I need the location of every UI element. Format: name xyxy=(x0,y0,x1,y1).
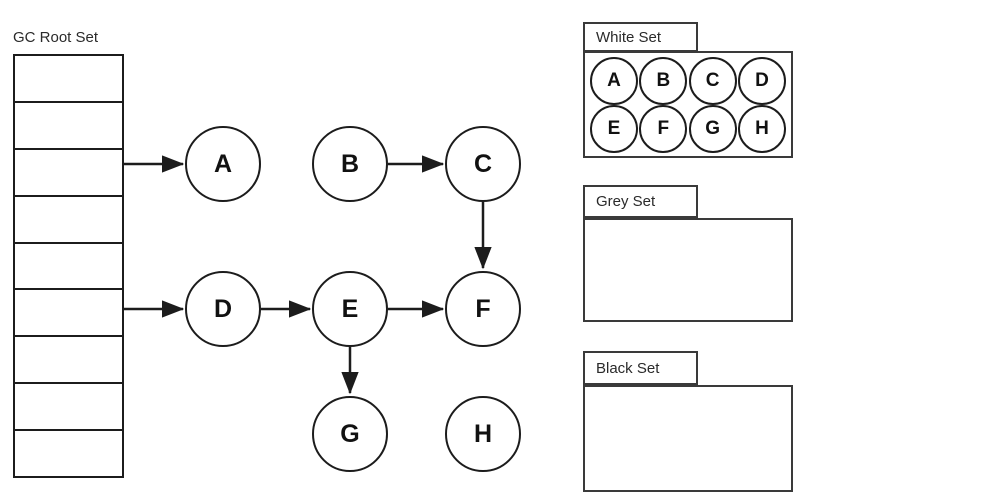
chip-label: C xyxy=(705,70,720,91)
graph-node-f[interactable]: F xyxy=(445,271,521,347)
graph-node-label: G xyxy=(340,419,360,448)
grey-set-tab[interactable]: Grey Set xyxy=(583,185,698,218)
root-cell[interactable] xyxy=(15,384,122,432)
root-cell[interactable] xyxy=(15,337,122,385)
black-set-label: Black Set xyxy=(596,359,660,377)
root-cell[interactable] xyxy=(15,102,122,150)
graph-node-a[interactable]: A xyxy=(185,126,261,202)
chip-label: G xyxy=(705,118,721,139)
chip-label: D xyxy=(755,70,769,91)
grey-set-body xyxy=(583,218,793,322)
black-set-body xyxy=(583,385,793,492)
white-set-chip-h[interactable]: H xyxy=(737,105,786,153)
chip-label: H xyxy=(755,118,769,139)
gc-root-set-table xyxy=(13,54,124,478)
graph-node-label: A xyxy=(213,149,233,178)
white-set-tab[interactable]: White Set xyxy=(583,22,698,52)
white-set-chip-c[interactable]: C xyxy=(688,57,737,105)
graph-node-label: D xyxy=(213,294,233,323)
graph-node-g[interactable]: G xyxy=(312,396,388,472)
white-set-chip-grid: A B C D E F G xyxy=(585,53,791,156)
graph-node-h[interactable]: H xyxy=(445,396,521,472)
graph-node-label: E xyxy=(341,294,359,323)
white-set-chip-e[interactable]: E xyxy=(590,105,638,153)
graph-node-d[interactable]: D xyxy=(185,271,261,347)
chip-label: E xyxy=(607,118,621,139)
graph-node-label: H xyxy=(473,419,493,448)
graph-node-label: B xyxy=(340,149,360,178)
graph-node-label: C xyxy=(473,149,493,178)
root-cell[interactable] xyxy=(15,290,122,338)
chip-label: B xyxy=(656,70,671,91)
graph-node-b[interactable]: B xyxy=(312,126,388,202)
root-cell[interactable] xyxy=(15,56,122,103)
graph-node-label: F xyxy=(475,294,491,323)
black-set-tab[interactable]: Black Set xyxy=(583,351,698,385)
white-set-label: White Set xyxy=(596,28,662,46)
gc-root-set-label: GC Root Set xyxy=(13,29,99,46)
root-cell[interactable] xyxy=(15,196,122,244)
white-set-chip-row: A B C D xyxy=(590,57,786,105)
white-set-chip-g[interactable]: G xyxy=(688,105,737,153)
root-cell[interactable] xyxy=(15,149,122,197)
root-cell[interactable] xyxy=(15,243,122,291)
root-cell[interactable] xyxy=(15,431,122,477)
white-set-body: A B C D E F G xyxy=(583,51,793,158)
grey-set-label: Grey Set xyxy=(596,193,656,210)
graph-node-e[interactable]: E xyxy=(312,271,388,347)
white-set-chip-d[interactable]: D xyxy=(737,57,786,105)
chip-label: A xyxy=(607,70,621,91)
graph-node-c[interactable]: C xyxy=(445,126,521,202)
white-set-chip-a[interactable]: A xyxy=(590,57,638,105)
white-set-chip-row: E F G H xyxy=(590,105,786,153)
white-set-chip-b[interactable]: B xyxy=(639,57,688,105)
white-set-chip-f[interactable]: F xyxy=(639,105,688,153)
chip-label: F xyxy=(657,118,670,139)
